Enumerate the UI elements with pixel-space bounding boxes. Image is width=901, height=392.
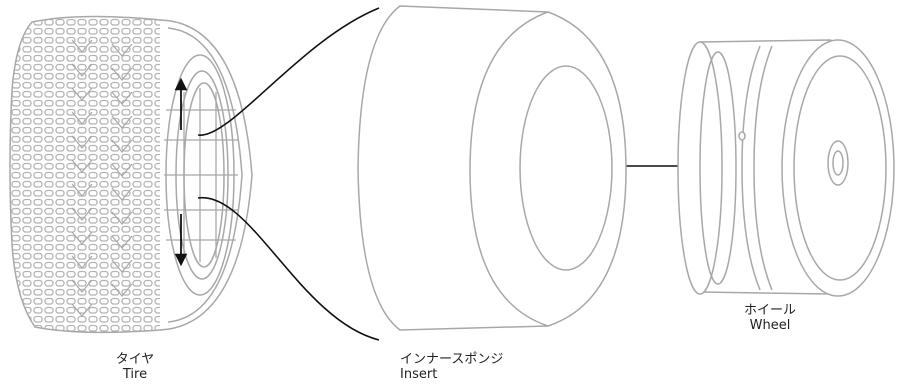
tire [0, 0, 252, 340]
insert-hole [520, 66, 612, 270]
wheel-label-en: Wheel [720, 318, 820, 333]
tire-label-ja: タイヤ [90, 352, 180, 367]
insert-label-en: Insert [400, 367, 620, 382]
wheel-label: ホイール Wheel [720, 303, 820, 333]
insert-label: インナースポンジ Insert [400, 352, 620, 382]
tire-label: タイヤ Tire [90, 352, 180, 382]
wheel-hub [828, 141, 848, 185]
insert-label-ja: インナースポンジ [400, 352, 620, 367]
wheel [678, 40, 894, 296]
insert [358, 6, 626, 330]
wheel-valve-hole [739, 132, 745, 140]
wheel-label-ja: ホイール [720, 303, 820, 318]
tire-label-en: Tire [90, 367, 180, 382]
